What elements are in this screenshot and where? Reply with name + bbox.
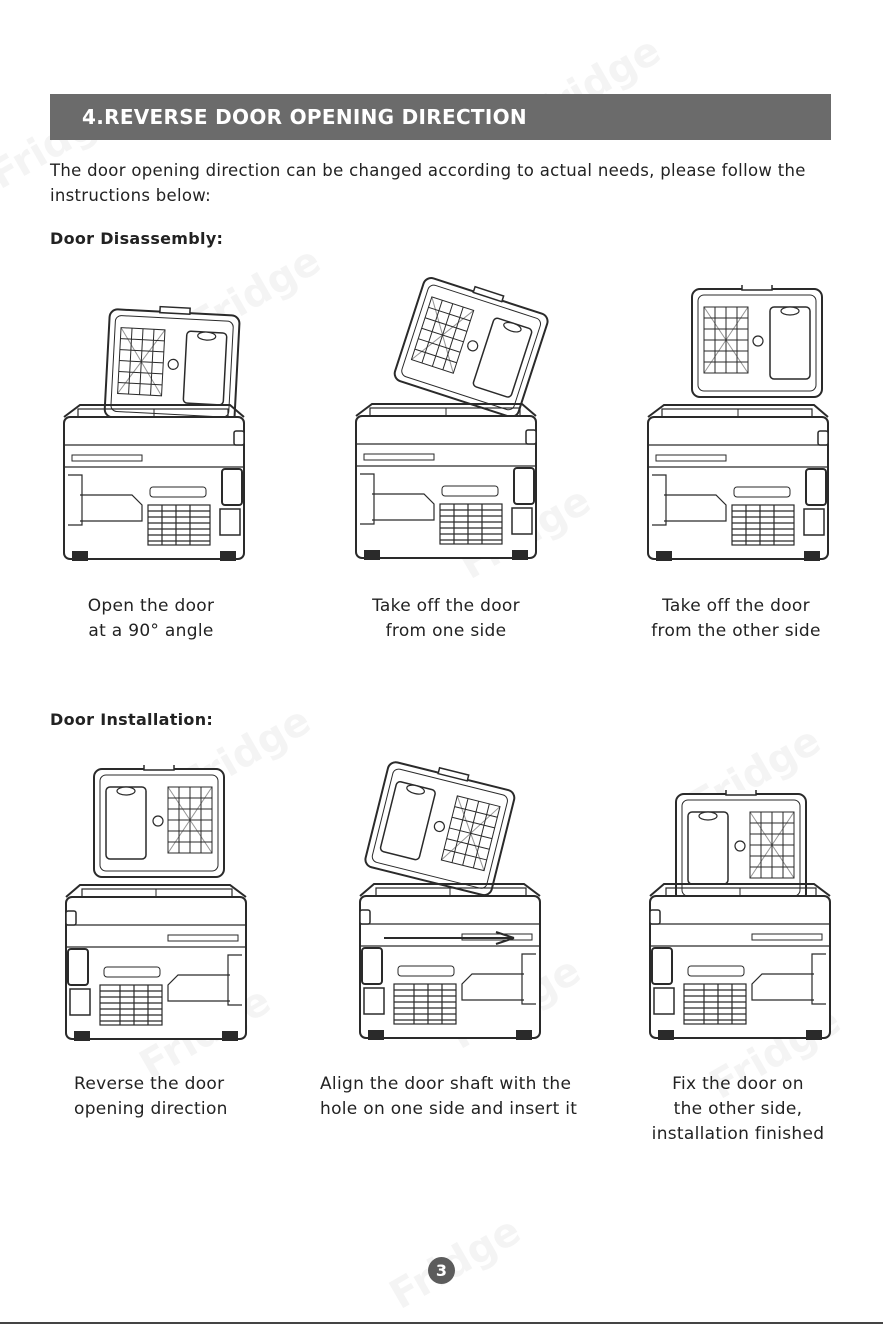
disassembly-step-1-caption: Open the door at a 90° angle [87,596,215,641]
installation-step-1-caption: Reverse the door opening direction [74,1074,228,1119]
disassembly-step-2-illustration [355,272,553,561]
installation-heading: Door Installation: [50,710,214,729]
disassembly-step-3-illustration [647,285,829,562]
installation-step-3-caption: Fix the door on the other side, installa… [651,1074,825,1144]
installation-step-1-illustration [65,765,247,1042]
bottom-rule [0,1322,883,1324]
page-number-badge: 3 [428,1257,455,1284]
installation-step-3-illustration [649,790,831,1041]
section-title-bar: 4.REVERSE DOOR OPENING DIRECTION [50,94,831,140]
disassembly-step-1-illustration [63,305,245,562]
disassembly-step-3-caption: Take off the door from the other side [651,596,821,641]
installation-step-2-caption: Align the door shaft with the hole on on… [320,1074,578,1119]
disassembly-heading: Door Disassembly: [50,229,224,248]
section-title: 4.REVERSE DOOR OPENING DIRECTION [82,105,527,129]
installation-step-2-illustration [359,754,541,1041]
intro-paragraph: The door opening direction can be change… [50,161,806,205]
watermark-text: Fridge [382,1208,529,1319]
disassembly-step-2-caption: Take off the door from one side [372,596,520,641]
